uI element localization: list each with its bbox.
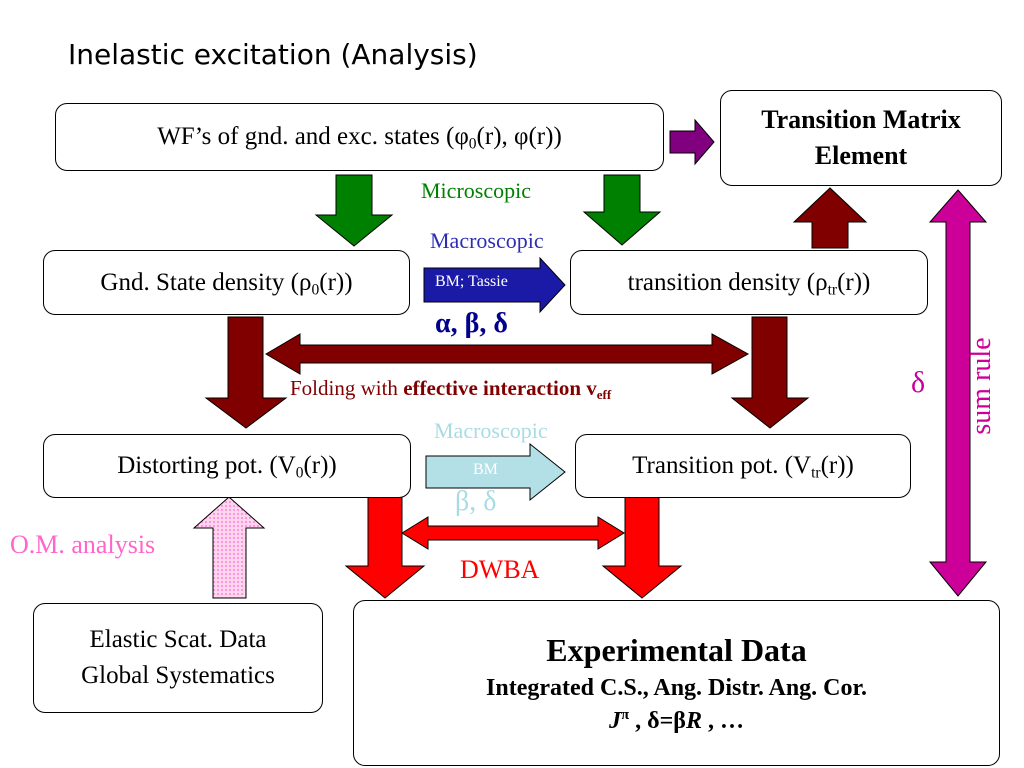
om-analysis-label: O.M. analysis [10, 530, 156, 559]
microscopic-label: Microscopic [421, 178, 531, 203]
bm-arrow [425, 442, 566, 502]
tme-line1: Transition Matrix [761, 104, 961, 134]
exp-line2: Integrated C.S., Ang. Distr. Ang. Cor. [486, 675, 867, 702]
delta-label: δ [911, 366, 926, 399]
wf-label: WF’s of gnd. and exc. states (φ0(r), φ(r… [157, 123, 562, 153]
distorting-potential-box: Distorting pot. (V0(r)) [43, 434, 411, 498]
macroscopic-label-bottom: Macroscopic [434, 418, 548, 443]
elastic-scattering-box: Elastic Scat. Data Global Systematics [33, 603, 323, 713]
red-down-arrow-right [601, 495, 683, 599]
exp-line3: Jπ , δ=βR , … [609, 706, 744, 734]
macroscopic-label-top: Macroscopic [430, 228, 544, 253]
bm-tassie-arrow [423, 256, 566, 314]
elastic-line2: Global Systematics [81, 662, 275, 689]
green-down-arrow-left [314, 174, 394, 247]
transition-potential-box: Transition pot. (Vtr(r)) [575, 434, 911, 498]
exp-title: Experimental Data [546, 632, 807, 669]
darkred-up-arrow [792, 187, 868, 249]
bm-tassie-label: BM; Tassie [435, 273, 508, 290]
dwba-label: DWBA [460, 555, 540, 584]
dist-label: Distorting pot. (V0(r)) [117, 452, 337, 482]
red-down-arrow-left [344, 495, 426, 599]
darkred-down-arrow-left [204, 316, 288, 429]
darkred-double-arrow [265, 333, 750, 375]
page-title: Inelastic excitation (Analysis) [68, 38, 478, 71]
tme-line2: Element [814, 141, 908, 170]
red-double-arrow [401, 516, 625, 550]
purple-right-arrow [669, 118, 715, 166]
gnd-label: Gnd. State density (ρ0(r)) [100, 268, 353, 299]
transition-matrix-element-box: Transition Matrix Element [720, 90, 1002, 186]
alpha-beta-delta-label: α, β, δ [435, 308, 508, 339]
wf-box: WF’s of gnd. and exc. states (φ0(r), φ(r… [55, 103, 664, 171]
trp-label: Transition pot. (Vtr(r)) [632, 452, 854, 482]
experimental-data-box: Experimental Data Integrated C.S., Ang. … [353, 600, 1000, 766]
bm-label: BM [473, 461, 498, 478]
green-down-arrow-right [582, 174, 662, 246]
beta-delta-label: β, δ [455, 486, 497, 517]
om-up-arrow [192, 496, 266, 599]
darkred-down-arrow-right [730, 316, 810, 429]
elastic-line1: Elastic Scat. Data [89, 625, 267, 653]
transition-density-box: transition density (ρtr(r)) [570, 250, 928, 315]
ground-state-density-box: Gnd. State density (ρ0(r)) [43, 250, 410, 315]
folding-label: Folding with effective interaction veff [290, 376, 612, 402]
sum-rule-label: sum rule [966, 337, 997, 435]
trd-label: transition density (ρtr(r)) [627, 268, 871, 299]
sum-rule-double-arrow [928, 189, 988, 597]
